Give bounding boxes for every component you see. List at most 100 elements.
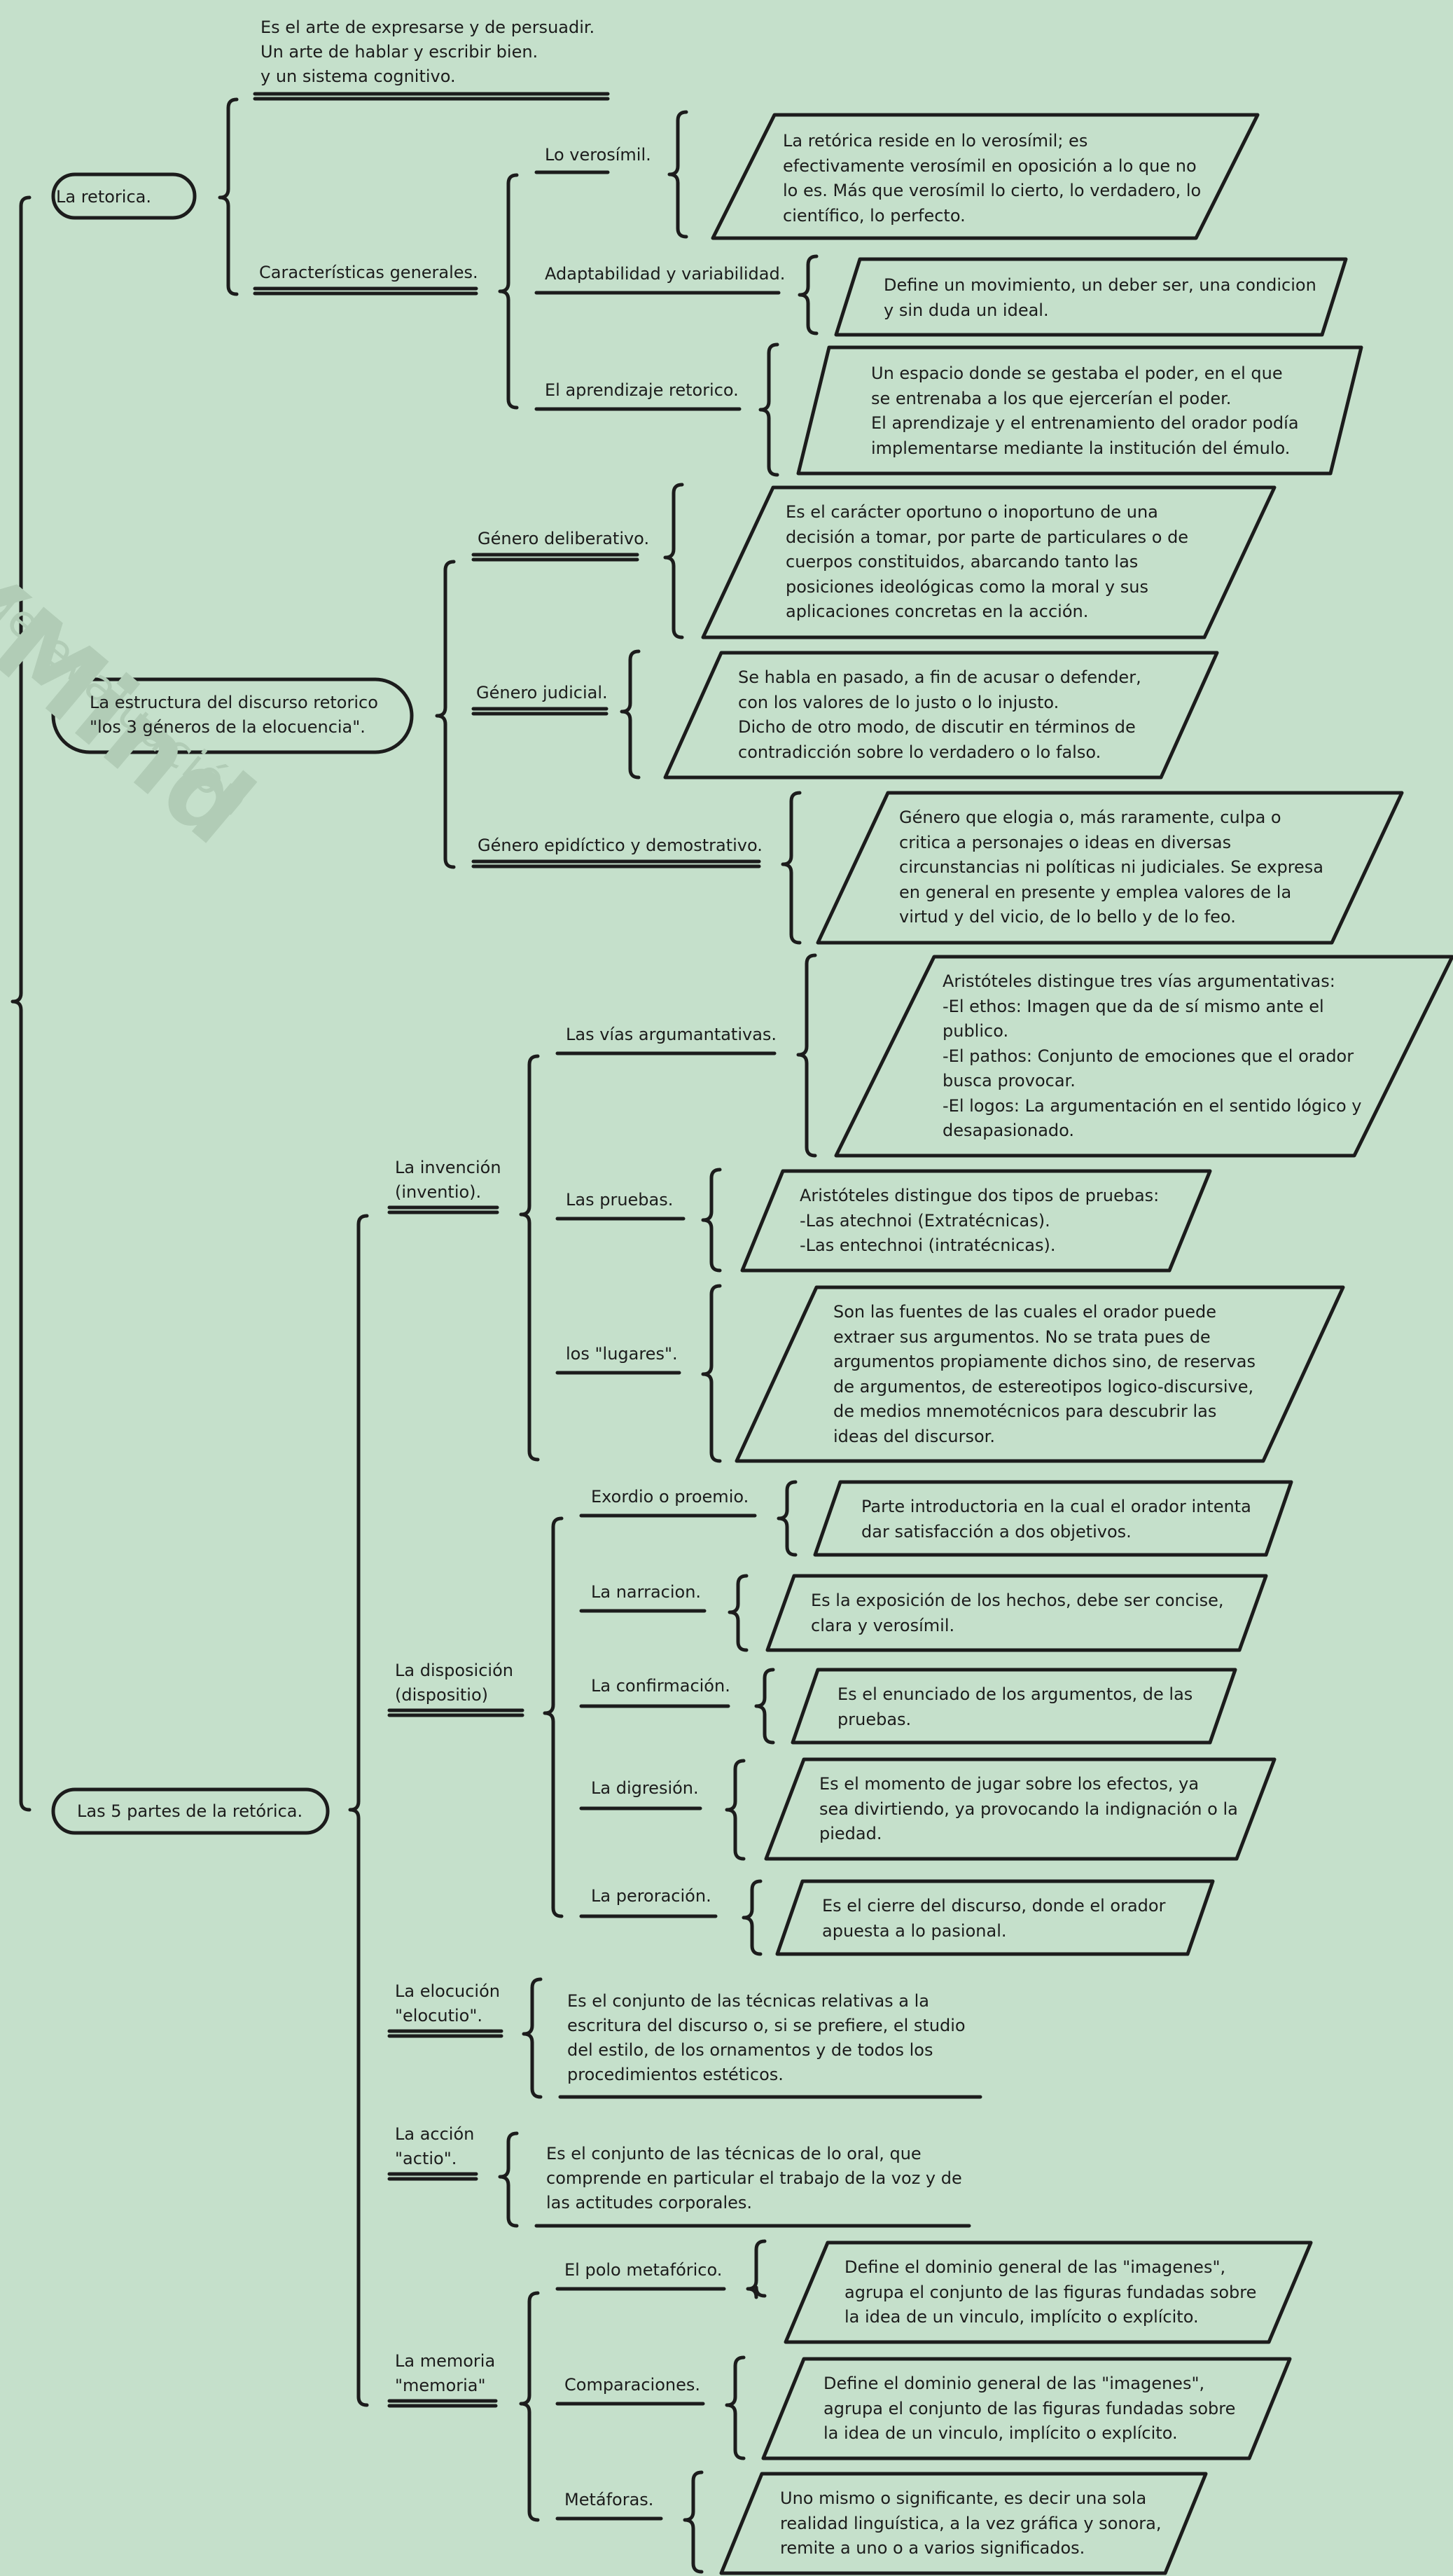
memoria-topic-line1[interactable]: La memoria	[395, 2351, 496, 2371]
epidictico-leaf-line-2[interactable]: critica a personajes o ideas en diversas	[899, 832, 1232, 852]
accion-text-line1[interactable]: Es el conjunto de las técnicas de lo ora…	[546, 2144, 922, 2163]
vias-leaf-line-2[interactable]: -El ethos: Imagen que da de sí mismo ant…	[943, 996, 1324, 1016]
lugares-topic[interactable]: los "lugares".	[566, 1344, 678, 1364]
digresion-leaf-line-3[interactable]: piedad.	[819, 1824, 882, 1843]
confirmacion-leaf-line-2[interactable]: pruebas.	[837, 1709, 912, 1729]
comparaciones-leaf-line-1[interactable]: Define el dominio general de las "imagen…	[823, 2374, 1205, 2393]
judicial-leaf-line-1[interactable]: Se habla en pasado, a fin de acusar o de…	[738, 667, 1141, 687]
narracion-leaf-line-1[interactable]: Es la exposición de los hechos, debe ser…	[811, 1591, 1224, 1610]
comparaciones-topic[interactable]: Comparaciones.	[564, 2375, 700, 2395]
lugares-leaf-line-4[interactable]: de argumentos, de estereotipos logico-di…	[833, 1376, 1254, 1397]
vias-leaf-line-3[interactable]: publico.	[943, 1021, 1009, 1041]
verosimil-leaf-line-2[interactable]: efectivamente verosímil en oposición a l…	[783, 155, 1197, 176]
comparaciones-leaf-line-2[interactable]: agrupa el conjunto de las figuras fundad…	[823, 2398, 1236, 2418]
verosimil-topic[interactable]: Lo verosímil.	[545, 145, 651, 165]
invencion-topic-line2[interactable]: (inventio).	[395, 1182, 482, 1202]
caracteristicas-generales-topic[interactable]: Características generales.	[259, 263, 478, 282]
metaforas-leaf-line-2[interactable]: realidad linguística, a la vez gráfica y…	[780, 2513, 1162, 2533]
root-topic-estructura-line2[interactable]: "los 3 géneros de la elocuencia".	[90, 717, 366, 737]
root-topic-estructura-line1[interactable]: La estructura del discurso retorico	[90, 693, 378, 712]
genero-deliberativo-topic[interactable]: Género deliberativo.	[478, 529, 650, 548]
root-topic-partes[interactable]: Las 5 partes de la retórica.	[77, 1801, 303, 1821]
digresion-leaf-line-2[interactable]: sea divirtiendo, ya provocando la indign…	[819, 1799, 1238, 1819]
epidictico-leaf-line-5[interactable]: virtud y del vicio, de lo bello y de lo …	[899, 907, 1236, 927]
lugares-leaf-line-6[interactable]: ideas del discursor.	[833, 1426, 995, 1446]
judicial-leaf-line-3[interactable]: Dicho de otro modo, de discutir en térmi…	[738, 717, 1136, 737]
aprendizaje-leaf-line-1[interactable]: Un espacio donde se gestaba el poder, en…	[871, 363, 1283, 383]
peroracion-leaf-line-1[interactable]: Es el cierre del discurso, donde el orad…	[822, 1896, 1166, 1916]
pruebas-leaf-line-3[interactable]: -Las entechnoi (intratécnicas).	[800, 1235, 1056, 1255]
peroracion-topic[interactable]: La peroración.	[591, 1886, 711, 1906]
peroracion-leaf-line-2[interactable]: apuesta a lo pasional.	[822, 1920, 1007, 1941]
elocucion-topic-line1[interactable]: La elocución	[395, 1981, 500, 2001]
deliberativo-leaf-line-5[interactable]: aplicaciones concretas en la acción.	[786, 602, 1089, 621]
vias-leaf-line-1[interactable]: Aristóteles distingue tres vías argument…	[943, 971, 1335, 991]
accion-topic-line1[interactable]: La acción	[395, 2124, 475, 2144]
deliberativo-leaf-line-1[interactable]: Es el carácter oportuno o inoportuno de …	[786, 502, 1158, 522]
retorica-definition-line2[interactable]: Un arte de hablar y escribir bien.	[260, 42, 538, 62]
verosimil-leaf-line-4[interactable]: científico, lo perfecto.	[783, 205, 966, 226]
vias-leaf-line-5[interactable]: busca provocar.	[943, 1071, 1076, 1090]
polo-leaf-line-1[interactable]: Define el dominio general de las "imagen…	[844, 2257, 1226, 2277]
disposicion-topic-line1[interactable]: La disposición	[395, 1661, 513, 1680]
aprendizaje-leaf-line-3[interactable]: El aprendizaje y el entrenamiento del or…	[871, 413, 1299, 433]
aprendizaje-topic[interactable]: El aprendizaje retorico.	[545, 380, 739, 400]
deliberativo-leaf-line-3[interactable]: cuerpos constituidos, abarcando tanto la…	[786, 552, 1139, 572]
memoria-topic-line2[interactable]: "memoria"	[395, 2376, 486, 2395]
lugares-leaf-line-3[interactable]: argumentos propiamente dichos sino, de r…	[833, 1352, 1256, 1371]
adaptabilidad-topic[interactable]: Adaptabilidad y variabilidad.	[545, 264, 786, 284]
judicial-leaf-line-4[interactable]: contradicción sobre lo verdadero o lo fa…	[738, 742, 1101, 762]
confirmacion-leaf-line-1[interactable]: Es el enunciado de los argumentos, de la…	[837, 1684, 1193, 1704]
elocucion-text-line1[interactable]: Es el conjunto de las técnicas relativas…	[567, 1991, 929, 2011]
polo-leaf-line-3[interactable]: la idea de un vinculo, implícito o explí…	[844, 2307, 1199, 2327]
pruebas-leaf-line-2[interactable]: -Las atechnoi (Extratécnicas).	[800, 1210, 1050, 1231]
accion-text-line2[interactable]: comprende en particular el trabajo de la…	[546, 2168, 962, 2188]
root-topic-retorica[interactable]: La retorica.	[56, 187, 151, 207]
comparaciones-leaf-line-3[interactable]: la idea de un vinculo, implícito o explí…	[823, 2423, 1178, 2443]
adaptabilidad-leaf-line-1[interactable]: Define un movimiento, un deber ser, una …	[884, 275, 1316, 295]
retorica-definition-line3[interactable]: y un sistema cognitivo.	[260, 67, 456, 86]
pruebas-topic[interactable]: Las pruebas.	[566, 1190, 674, 1210]
lugares-leaf-line-5[interactable]: de medios mnemotécnicos para descubrir l…	[833, 1401, 1217, 1421]
pruebas-leaf-line-1[interactable]: Aristóteles distingue dos tipos de prueb…	[800, 1186, 1160, 1205]
retorica-definition-line1[interactable]: Es el arte de expresarse y de persuadir.	[260, 18, 595, 37]
accion-text-line3[interactable]: las actitudes corporales.	[546, 2193, 753, 2213]
vias-leaf-line-6[interactable]: -El logos: La argumentación en el sentid…	[943, 1095, 1362, 1116]
metaforas-leaf-line-1[interactable]: Uno mismo o significante, es decir una s…	[780, 2488, 1147, 2508]
narracion-topic[interactable]: La narracion.	[591, 1582, 702, 1602]
exordio-leaf-line-2[interactable]: dar satisfacción a dos objetivos.	[861, 1521, 1132, 1542]
vias-leaf-line-4[interactable]: -El pathos: Conjunto de emociones que el…	[943, 1046, 1354, 1066]
confirmacion-topic[interactable]: La confirmación.	[591, 1676, 730, 1696]
deliberativo-leaf-line-4[interactable]: posiciones ideológicas como la moral y s…	[786, 576, 1148, 597]
verosimil-leaf-line-1[interactable]: La retórica reside en lo verosímil; es	[783, 131, 1088, 151]
elocucion-topic-line2[interactable]: "elocutio".	[395, 2006, 482, 2026]
metaforas-topic[interactable]: Metáforas.	[564, 2490, 654, 2509]
judicial-leaf-line-2[interactable]: con los valores de lo justo o lo injusto…	[738, 692, 1059, 712]
vias-leaf-line-7[interactable]: desapasionado.	[943, 1121, 1075, 1140]
digresion-leaf-line-1[interactable]: Es el momento de jugar sobre los efectos…	[819, 1774, 1200, 1794]
vias-argumentativas-topic[interactable]: Las vías argumantativas.	[566, 1025, 777, 1044]
metaforas-leaf-line-3[interactable]: remite a uno o a varios significados.	[780, 2538, 1085, 2558]
invencion-topic-line1[interactable]: La invención	[395, 1158, 501, 1177]
narracion-leaf-line-2[interactable]: clara y verosímil.	[811, 1615, 955, 1635]
deliberativo-leaf-line-2[interactable]: decisión a tomar, por parte de particula…	[786, 527, 1189, 547]
genero-judicial-topic[interactable]: Género judicial.	[476, 683, 608, 702]
elocucion-text-line4[interactable]: procedimientos estéticos.	[567, 2065, 784, 2084]
exordio-topic[interactable]: Exordio o proemio.	[591, 1487, 749, 1507]
aprendizaje-leaf-line-2[interactable]: se entrenaba a los que ejercerían el pod…	[871, 388, 1232, 408]
disposicion-topic-line2[interactable]: (dispositio)	[395, 1685, 488, 1705]
genero-epidictico-topic[interactable]: Género epidíctico y demostrativo.	[478, 836, 763, 855]
elocucion-text-line2[interactable]: escritura del discurso o, si se prefiere…	[567, 2016, 966, 2035]
epidictico-leaf-line-3[interactable]: circunstancias ni políticas ni judiciale…	[899, 857, 1324, 877]
adaptabilidad-leaf-line-2[interactable]: y sin duda un ideal.	[884, 300, 1049, 320]
exordio-leaf-line-1[interactable]: Parte introductoria en la cual el orador…	[861, 1497, 1251, 1516]
elocucion-text-line3[interactable]: del estilo, de los ornamentos y de todos…	[567, 2040, 933, 2060]
aprendizaje-leaf-line-4[interactable]: implementarse mediante la institución de…	[871, 438, 1291, 458]
epidictico-leaf-line-1[interactable]: Género que elogia o, más raramente, culp…	[899, 808, 1281, 827]
lugares-leaf-line-2[interactable]: extraer sus argumentos. No se trata pues…	[833, 1327, 1211, 1347]
epidictico-leaf-line-4[interactable]: en general en presente y emplea valores …	[899, 882, 1292, 902]
digresion-topic[interactable]: La digresión.	[591, 1778, 699, 1798]
lugares-leaf-line-1[interactable]: Son las fuentes de las cuales el orador …	[833, 1302, 1216, 1322]
polo-metaforico-topic[interactable]: El polo metafórico.	[564, 2260, 723, 2280]
accion-topic-line2[interactable]: "actio".	[395, 2149, 457, 2168]
